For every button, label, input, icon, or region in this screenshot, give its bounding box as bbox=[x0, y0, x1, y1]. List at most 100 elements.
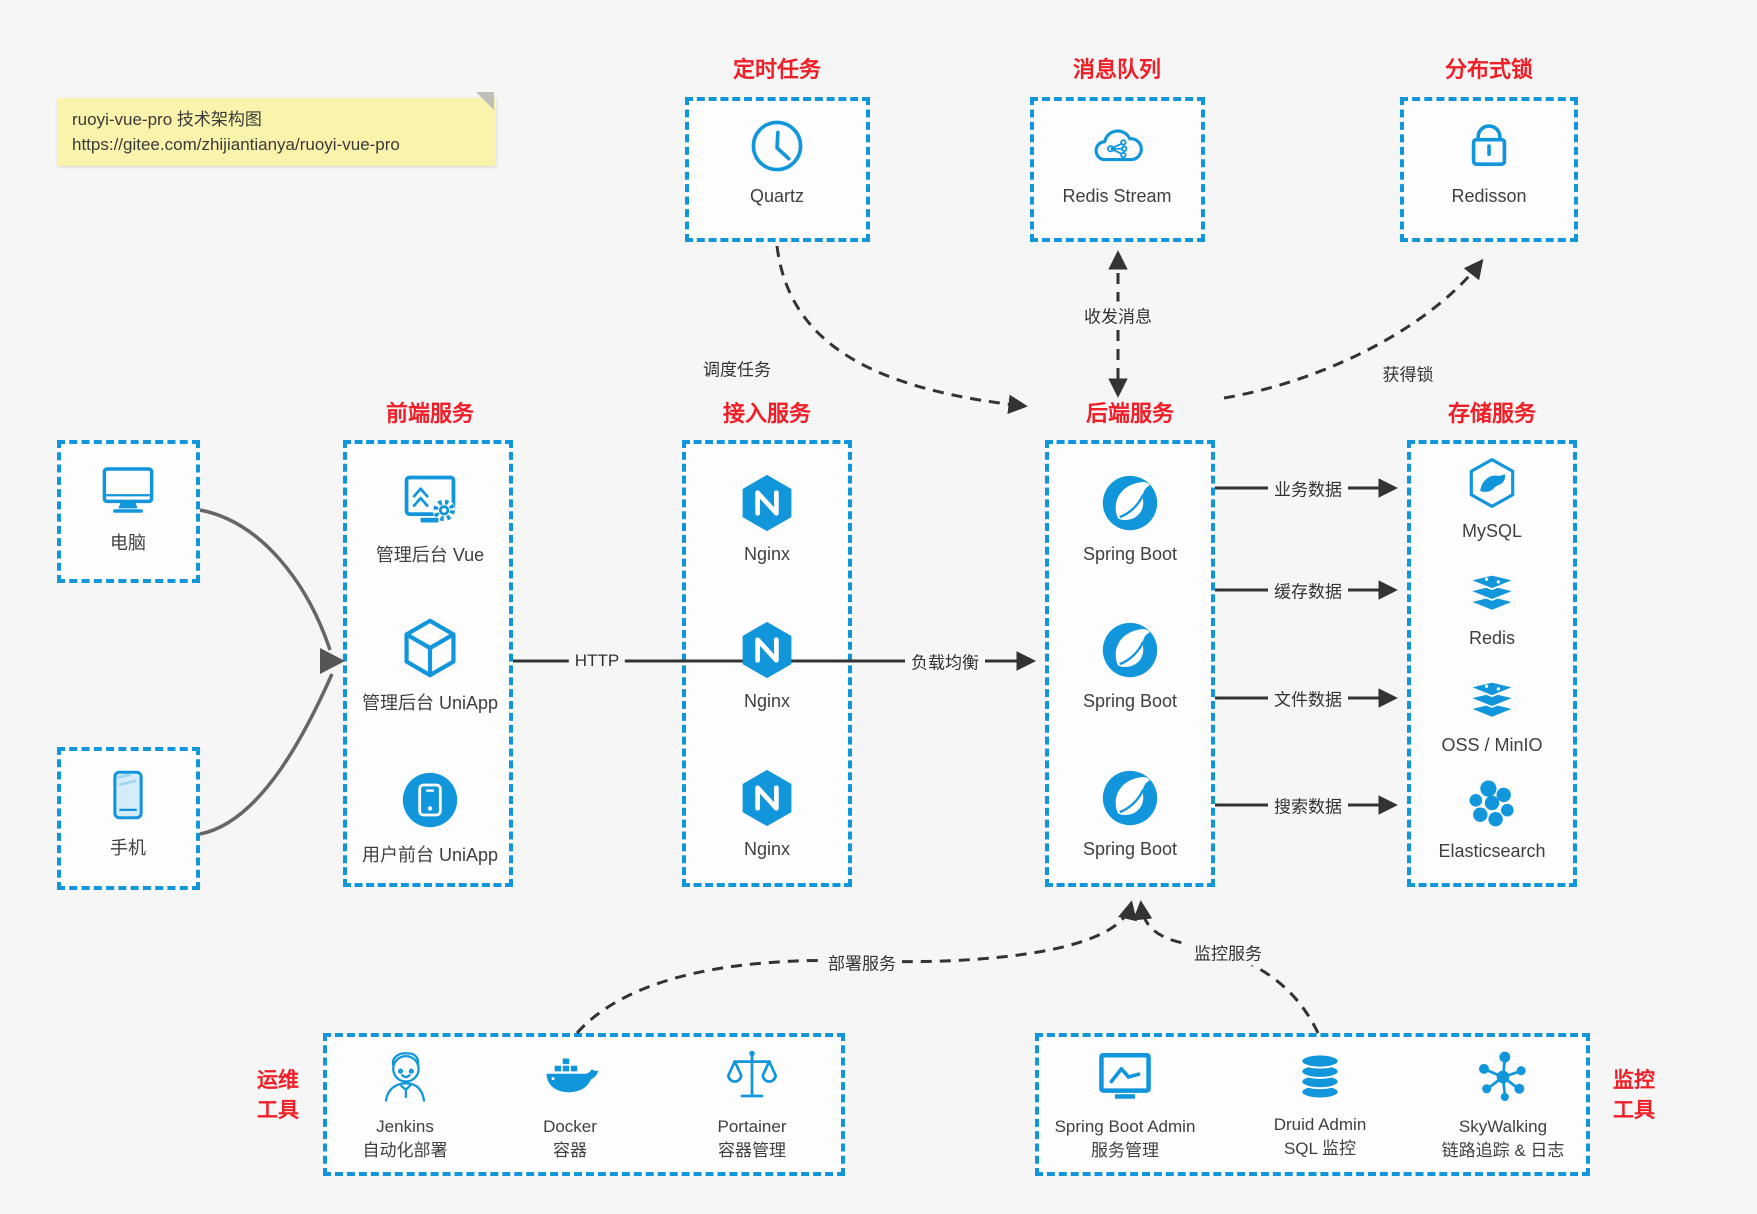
item-label: Spring Boot Admin 服务管理 bbox=[1030, 1115, 1220, 1163]
title-gateway: 接入服务 bbox=[722, 401, 812, 426]
item-skywalking: SkyWalking 链路追踪 & 日志 bbox=[1408, 1048, 1598, 1163]
tool-desc: SQL 监控 bbox=[1283, 1139, 1357, 1158]
tool-name: Jenkins bbox=[376, 1117, 434, 1136]
item-label: Redisson bbox=[1451, 186, 1527, 206]
sticky-note: ruoyi-vue-pro 技术架构图 https://gitee.com/zh… bbox=[58, 92, 496, 166]
spring-boot-icon bbox=[1102, 622, 1158, 678]
item-druid-admin: Druid Admin SQL 监控 bbox=[1225, 1048, 1415, 1161]
item-docker: Docker 容器 bbox=[475, 1048, 665, 1163]
item-label: 电脑 bbox=[110, 533, 146, 553]
item-label: MySQL bbox=[1461, 521, 1522, 541]
elasticsearch-icon bbox=[1469, 780, 1514, 827]
title-ops: 运维 工具 bbox=[257, 1069, 299, 1122]
edge-label-biz-data: 业务数据 bbox=[1268, 474, 1348, 502]
title-backend: 后端服务 bbox=[1085, 401, 1175, 426]
tool-name: SkyWalking bbox=[1458, 1117, 1548, 1136]
note-title: ruoyi-vue-pro 技术架构图 bbox=[72, 110, 262, 129]
title-mq: 消息队列 bbox=[1072, 57, 1162, 82]
item-admin-vue: 管理后台 Vue bbox=[335, 470, 525, 567]
item-computer: 电脑 bbox=[33, 462, 223, 555]
item-quartz: Quartz bbox=[682, 117, 872, 207]
title-monitoring: 监控 工具 bbox=[1613, 1069, 1655, 1122]
tool-desc: 容器 bbox=[553, 1141, 587, 1160]
item-label: OSS / MinIO bbox=[1441, 735, 1543, 755]
item-label: 管理后台 UniApp bbox=[361, 693, 499, 713]
item-spring-boot-2: Spring Boot bbox=[1035, 620, 1225, 712]
note-url: https://gitee.com/zhijiantianya/ruoyi-vu… bbox=[72, 135, 400, 154]
nginx-icon bbox=[742, 621, 792, 679]
tool-name: Druid Admin bbox=[1273, 1115, 1367, 1134]
title-frontend: 前端服务 bbox=[385, 401, 475, 426]
item-label: Docker 容器 bbox=[475, 1115, 665, 1163]
item-label: Druid Admin SQL 监控 bbox=[1225, 1113, 1415, 1161]
vue-admin-icon bbox=[404, 475, 456, 523]
item-label: Nginx bbox=[743, 544, 791, 564]
lock-icon bbox=[1471, 124, 1507, 166]
title-storage: 存储服务 bbox=[1447, 401, 1537, 426]
skywalking-icon bbox=[1478, 1051, 1526, 1102]
mysql-icon bbox=[1469, 458, 1515, 508]
item-label: Redis Stream bbox=[1062, 186, 1172, 206]
tool-desc: 链路追踪 & 日志 bbox=[1441, 1141, 1565, 1160]
mysql-dolphin bbox=[1480, 474, 1506, 492]
nginx-icon bbox=[742, 474, 792, 532]
edge-schedule bbox=[775, 245, 1028, 415]
edge-label-monitor: 监控服务 bbox=[1188, 938, 1268, 966]
item-label: Elasticsearch bbox=[1438, 841, 1546, 861]
item-label: 用户前台 UniApp bbox=[361, 845, 499, 865]
item-label: 管理后台 Vue bbox=[375, 545, 485, 565]
item-label: Spring Boot bbox=[1082, 544, 1178, 564]
edge-label-acquire-lock: 获得锁 bbox=[1376, 359, 1440, 387]
cloud-stream-icon bbox=[1094, 129, 1143, 162]
tool-name: Portainer bbox=[717, 1117, 787, 1136]
item-spring-boot-admin: Spring Boot Admin 服务管理 bbox=[1030, 1048, 1220, 1163]
computer-icon bbox=[102, 467, 154, 513]
edge-label-cache-data: 缓存数据 bbox=[1268, 576, 1348, 604]
item-nginx-1: Nginx bbox=[672, 473, 862, 565]
edge-label-search-data: 搜索数据 bbox=[1268, 791, 1348, 819]
tool-desc: 服务管理 bbox=[1091, 1141, 1159, 1160]
edge-monitor bbox=[1132, 900, 1320, 1034]
edge-label-deploy: 部署服务 bbox=[822, 948, 902, 976]
item-mysql: MySQL bbox=[1397, 456, 1587, 542]
item-redis-stream: Redis Stream bbox=[1022, 117, 1212, 207]
edge-label-http: HTTP bbox=[568, 650, 626, 672]
item-label: Spring Boot bbox=[1082, 691, 1178, 711]
box-mq bbox=[1030, 97, 1205, 242]
spring-boot-admin-icon bbox=[1099, 1052, 1151, 1099]
item-label: Quartz bbox=[749, 186, 805, 206]
item-spring-boot-1: Spring Boot bbox=[1035, 473, 1225, 565]
druid-db-icon bbox=[1300, 1053, 1340, 1100]
portainer-icon bbox=[727, 1050, 777, 1098]
title-dlock: 分布式锁 bbox=[1444, 57, 1534, 82]
item-admin-uniapp: 管理后台 UniApp bbox=[335, 618, 525, 715]
spring-boot-icon bbox=[1102, 475, 1158, 531]
jenkins-icon bbox=[384, 1052, 426, 1102]
box-storage bbox=[1407, 440, 1577, 887]
nginx-icon bbox=[742, 769, 792, 827]
item-nginx-2: Nginx bbox=[672, 620, 862, 712]
item-phone: 手机 bbox=[33, 767, 223, 860]
oss-stack-icon bbox=[1466, 680, 1518, 719]
tool-name: Spring Boot Admin bbox=[1054, 1117, 1196, 1136]
item-label: SkyWalking 链路追踪 & 日志 bbox=[1408, 1115, 1598, 1163]
edge-label-load-balance: 负载均衡 bbox=[905, 647, 985, 675]
docker-icon bbox=[546, 1058, 599, 1093]
uniapp-cube-icon bbox=[404, 618, 456, 678]
item-label: Jenkins 自动化部署 bbox=[310, 1115, 500, 1163]
redis-stack-icon bbox=[1466, 573, 1518, 612]
tool-desc: 容器管理 bbox=[718, 1141, 786, 1160]
item-label: Nginx bbox=[743, 839, 791, 859]
box-dlock bbox=[1400, 97, 1578, 242]
title-scheduled: 定时任务 bbox=[732, 57, 822, 82]
edge-label-schedule: 调度任务 bbox=[697, 354, 777, 382]
edge-acquire-lock bbox=[1223, 258, 1484, 400]
phone-icon bbox=[113, 770, 143, 820]
item-jenkins: Jenkins 自动化部署 bbox=[310, 1048, 500, 1163]
item-label: 手机 bbox=[110, 838, 146, 858]
item-redis: Redis bbox=[1397, 563, 1587, 649]
item-redisson: Redisson bbox=[1394, 117, 1584, 207]
spring-boot-icon bbox=[1102, 770, 1158, 826]
item-elasticsearch: Elasticsearch bbox=[1397, 776, 1587, 862]
